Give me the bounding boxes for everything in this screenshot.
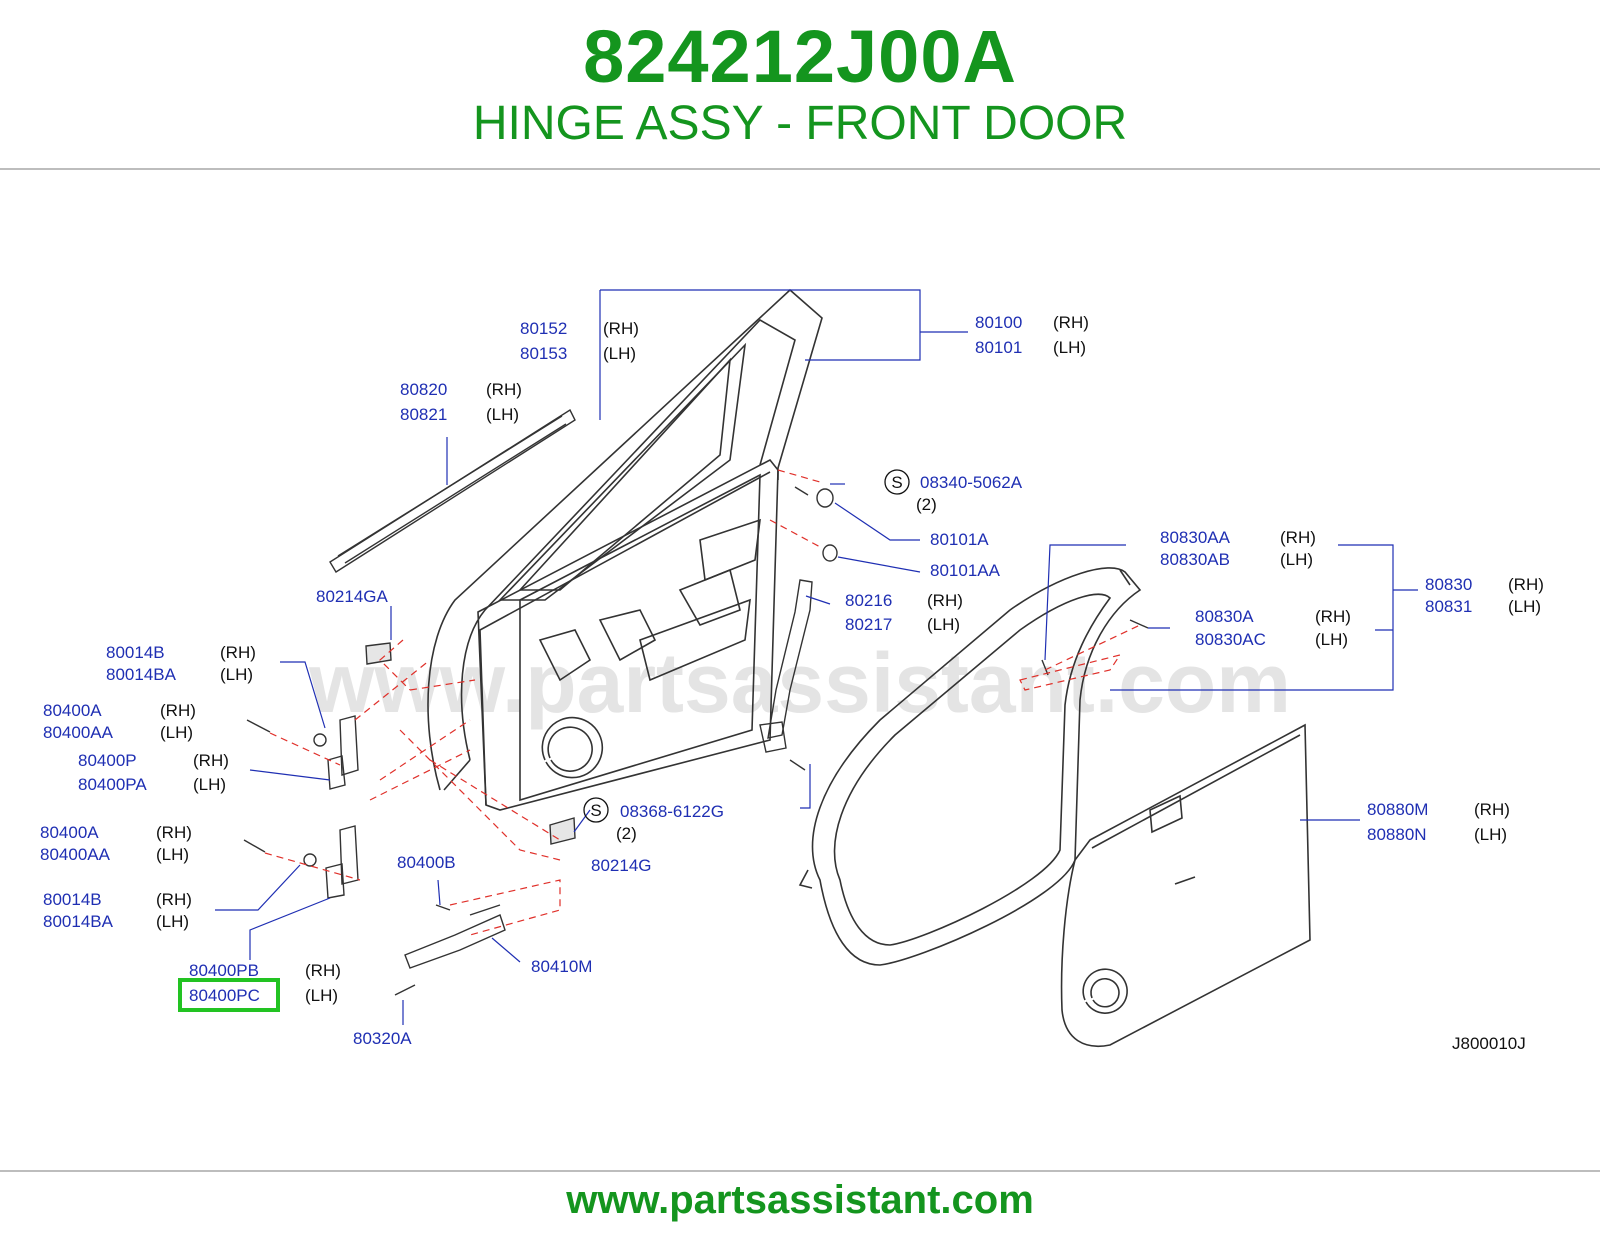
part-link[interactable]: 80152 <box>520 319 567 338</box>
side-label: (LH) <box>1280 550 1313 569</box>
side-label: (LH) <box>220 665 253 684</box>
side-label: (LH) <box>160 723 193 742</box>
side-label: (LH) <box>1053 338 1086 357</box>
side-label: (RH) <box>156 823 192 842</box>
part-link[interactable]: 80320A <box>353 1029 412 1048</box>
highlighted-part-box <box>178 978 280 1012</box>
part-link[interactable]: 80400A <box>43 701 102 720</box>
part-link[interactable]: 80821 <box>400 405 447 424</box>
part-link[interactable]: 80830 <box>1425 575 1472 594</box>
side-label: (RH) <box>160 701 196 720</box>
assembly-guide-lines <box>264 469 1141 936</box>
part-link[interactable]: 80101 <box>975 338 1022 357</box>
part-link[interactable]: 80880M <box>1367 800 1428 819</box>
side-label: (LH) <box>1315 630 1348 649</box>
side-label: (LH) <box>305 986 338 1005</box>
part-link[interactable]: 80831 <box>1425 597 1472 616</box>
part-name-subtitle: HINGE ASSY - FRONT DOOR <box>472 97 1128 150</box>
header-divider <box>0 168 1600 170</box>
part-link[interactable]: 80410M <box>531 957 592 976</box>
part-link[interactable]: 80830AA <box>1160 528 1231 547</box>
side-label: (2) <box>616 824 637 843</box>
door-trim-panel-drawing <box>1060 723 1311 1047</box>
part-link[interactable]: 80014B <box>106 643 165 662</box>
part-link[interactable]: 80400AA <box>43 723 114 742</box>
side-label: (LH) <box>927 615 960 634</box>
side-label: (LH) <box>486 405 519 424</box>
side-label: (LH) <box>156 912 189 931</box>
side-label: (LH) <box>156 845 189 864</box>
side-label: (LH) <box>1474 825 1507 844</box>
diagram-code: J800010J <box>1452 1034 1526 1053</box>
part-link[interactable]: 80217 <box>845 615 892 634</box>
sash-seal-drawing <box>759 579 813 753</box>
part-number-title: 824212J00A <box>583 15 1017 98</box>
supplied-symbol-2: S <box>583 797 609 823</box>
part-link[interactable]: 08368-6122G <box>620 802 724 821</box>
side-label: (RH) <box>927 591 963 610</box>
parts-diagram: www.partsassistant.com <box>14 268 1586 1076</box>
svg-text:S: S <box>891 473 902 492</box>
part-link[interactable]: 80400P <box>78 751 137 770</box>
side-label: (RH) <box>1508 575 1544 594</box>
footer-divider <box>0 1170 1600 1172</box>
side-label: (LH) <box>193 775 226 794</box>
side-label: (RH) <box>1474 800 1510 819</box>
side-label: (RH) <box>220 643 256 662</box>
side-label: (LH) <box>603 344 636 363</box>
part-link[interactable]: 80880N <box>1367 825 1427 844</box>
part-labels: 80152 (RH) 80153 (LH) 80100 (RH) 80101 (… <box>40 313 1544 1053</box>
part-link[interactable]: 08340-5062A <box>920 473 1023 492</box>
callout-leader-lines <box>215 289 1418 1025</box>
part-link[interactable]: 80101A <box>930 530 989 549</box>
side-label: (RH) <box>156 890 192 909</box>
part-link[interactable]: 80830A <box>1195 607 1254 626</box>
part-link[interactable]: 80830AB <box>1160 550 1230 569</box>
side-label: (2) <box>916 495 937 514</box>
part-link[interactable]: 80100 <box>975 313 1022 332</box>
side-label: (LH) <box>1508 597 1541 616</box>
side-label: (RH) <box>1280 528 1316 547</box>
part-link[interactable]: 80153 <box>520 344 567 363</box>
side-label: (RH) <box>193 751 229 770</box>
weatherstrip-drawing <box>798 567 1142 966</box>
part-link[interactable]: 80216 <box>845 591 892 610</box>
part-link[interactable]: 80820 <box>400 380 447 399</box>
side-label: (RH) <box>1315 607 1351 626</box>
highlighted-part-link[interactable]: 80400PC <box>189 986 260 1005</box>
part-link[interactable]: 80830AC <box>1195 630 1266 649</box>
part-link[interactable]: 80014BA <box>43 912 114 931</box>
part-link[interactable]: 80400A <box>40 823 99 842</box>
part-link[interactable]: 80214GA <box>316 587 388 606</box>
part-link[interactable]: 80400B <box>397 853 456 872</box>
side-label: (RH) <box>305 961 341 980</box>
side-label: (RH) <box>1053 313 1089 332</box>
diagram-background <box>14 268 1586 1076</box>
supplied-symbol-1: S <box>884 469 910 495</box>
part-link[interactable]: 80214G <box>591 856 652 875</box>
svg-text:S: S <box>590 801 601 820</box>
part-link[interactable]: 80400AA <box>40 845 111 864</box>
part-link[interactable]: 80400PA <box>78 775 147 794</box>
side-label: (RH) <box>603 319 639 338</box>
part-link[interactable]: 80014BA <box>106 665 177 684</box>
part-link[interactable]: 80014B <box>43 890 102 909</box>
part-link[interactable]: 80400PB <box>189 961 259 980</box>
door-shell-drawing <box>427 288 823 811</box>
side-label: (RH) <box>486 380 522 399</box>
belt-molding-drawing <box>329 408 576 573</box>
footer-url[interactable]: www.partsassistant.com <box>566 1178 1034 1222</box>
part-link[interactable]: 80101AA <box>930 561 1001 580</box>
